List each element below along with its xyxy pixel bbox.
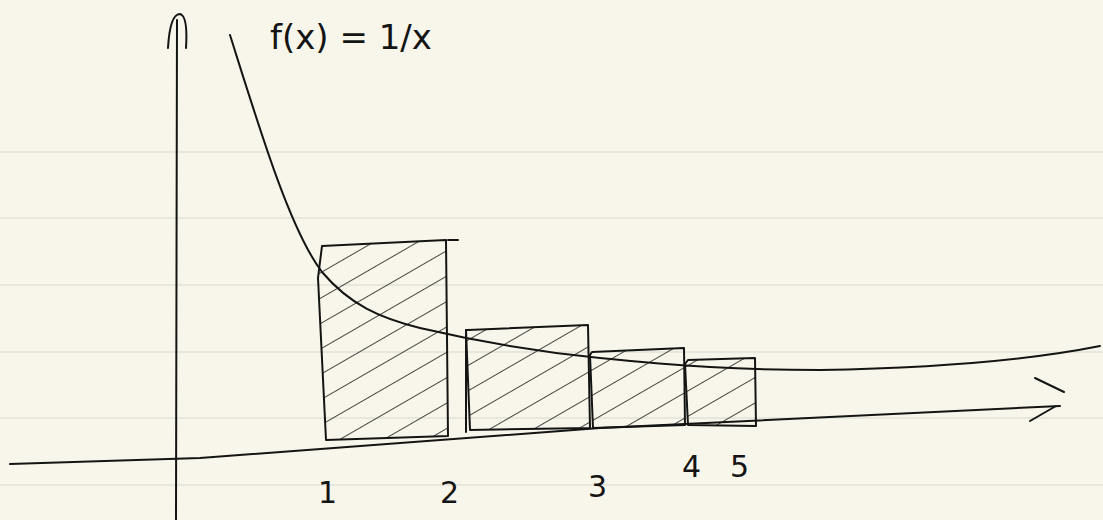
- function-label: f(x) = 1/x: [270, 20, 432, 54]
- tick-label: 2: [440, 478, 459, 508]
- tick-label: 3: [588, 472, 607, 502]
- tick-label: 4: [682, 452, 701, 482]
- tick-label: 1: [318, 478, 337, 508]
- axis-arrow: [1030, 378, 1064, 421]
- tick-label: 5: [730, 452, 749, 482]
- y-axis: [168, 14, 186, 520]
- hatched-rectangles: [318, 240, 756, 440]
- curve: [230, 35, 1100, 370]
- ruled-lines: [0, 152, 1103, 485]
